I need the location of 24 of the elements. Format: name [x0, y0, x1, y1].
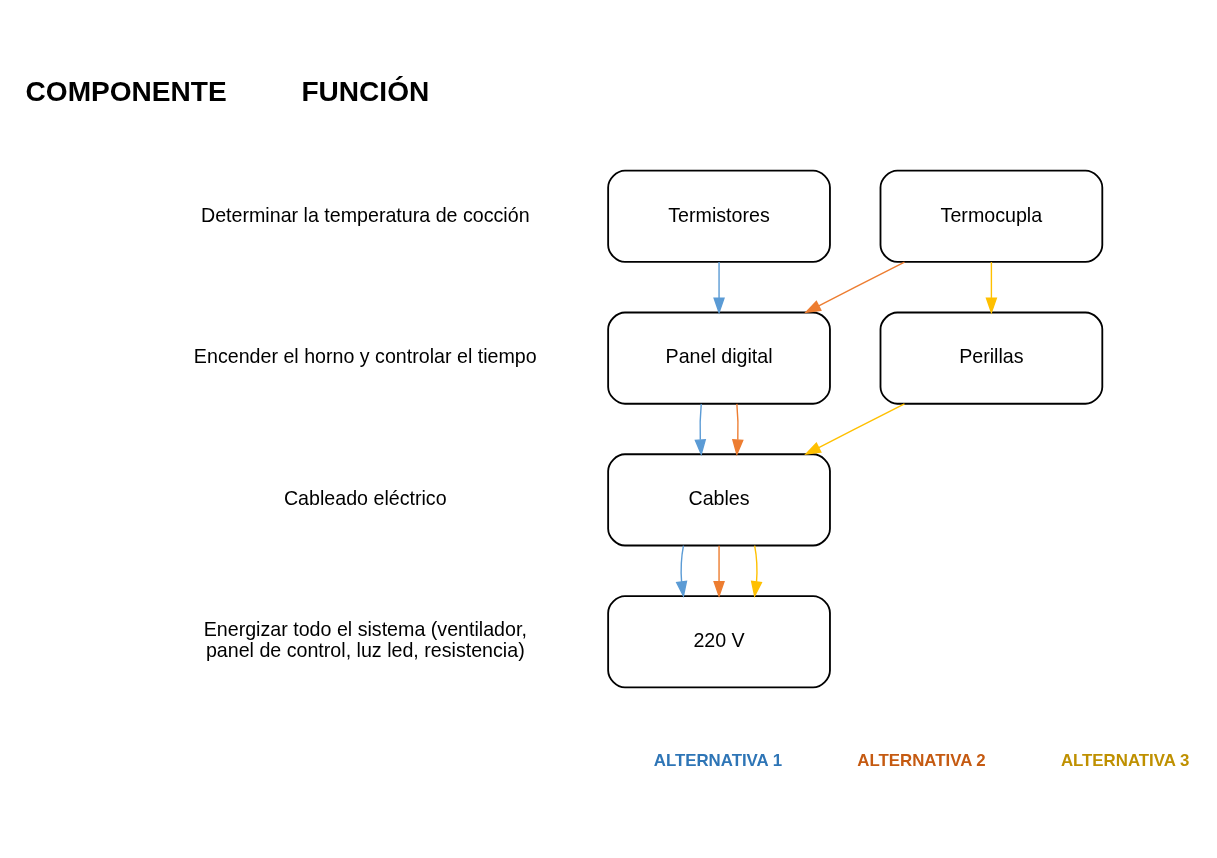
arrow	[694, 403, 707, 457]
label: Encender el horno y controlar el tiempo	[193, 345, 537, 368]
arrow	[985, 261, 998, 315]
arrow	[713, 261, 725, 315]
label: COMPONENTE	[25, 75, 227, 107]
node-box: Termocupla	[879, 169, 1104, 263]
arrow	[731, 403, 744, 457]
node-box: Termistores	[607, 169, 831, 263]
node-box: Cables	[607, 453, 831, 547]
node-box: Panel digital	[607, 311, 831, 405]
arrow	[675, 544, 688, 598]
arrow	[804, 261, 906, 314]
legend-label: ALTERNATIVA 1	[653, 751, 783, 771]
label: Determinar la temperatura de cocción	[200, 203, 530, 226]
legend-label: ALTERNATIVA 3	[1060, 751, 1190, 771]
arrow	[750, 544, 763, 598]
label: Cableado eléctrico	[283, 487, 447, 510]
arrow	[804, 403, 906, 456]
label: FUNCIÓN	[301, 75, 430, 107]
legend-label: ALTERNATIVA 2	[857, 751, 986, 771]
node-box: 220 V	[607, 595, 831, 689]
arrow	[713, 544, 725, 598]
node-box: Perillas	[879, 311, 1104, 405]
label: Energizar todo el sistema (ventilador, panel de control, luz led, resistencia)	[203, 618, 527, 662]
